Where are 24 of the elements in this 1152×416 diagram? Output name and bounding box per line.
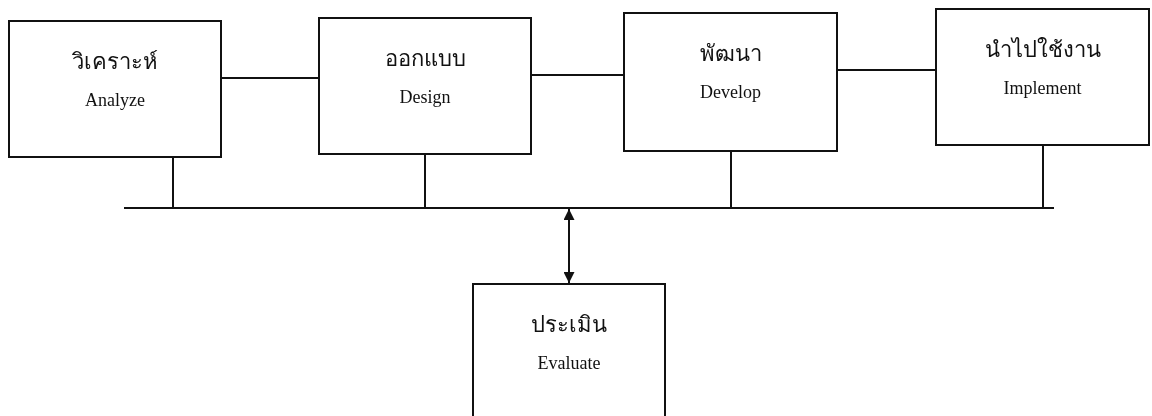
box-title: ประเมิน <box>531 311 607 339</box>
box-title: พัฒนา <box>699 40 762 68</box>
connector-line <box>172 157 174 208</box>
connector-line <box>221 77 319 79</box>
process-box <box>623 12 838 152</box>
connector-line <box>424 154 426 208</box>
process-box <box>8 20 222 158</box>
box-subtitle: Analyze <box>85 90 145 111</box>
process-box <box>318 17 532 155</box>
connector-line <box>837 69 936 71</box>
box-title: วิเคราะห์ <box>72 48 158 76</box>
arrow <box>563 208 575 284</box>
bus-line <box>124 207 1054 209</box>
process-box <box>935 8 1150 146</box>
process-box <box>472 283 666 416</box>
box-title: นำไปใช้งาน <box>984 36 1101 64</box>
box-subtitle: Implement <box>1003 78 1082 99</box>
box-subtitle: Develop <box>700 82 761 103</box>
box-title: ออกแบบ <box>384 45 466 73</box>
connector-line <box>1042 145 1044 208</box>
box-subtitle: Evaluate <box>537 353 601 374</box>
connector-line <box>531 74 624 76</box>
connector-line <box>730 151 732 208</box>
box-subtitle: Design <box>399 87 451 108</box>
